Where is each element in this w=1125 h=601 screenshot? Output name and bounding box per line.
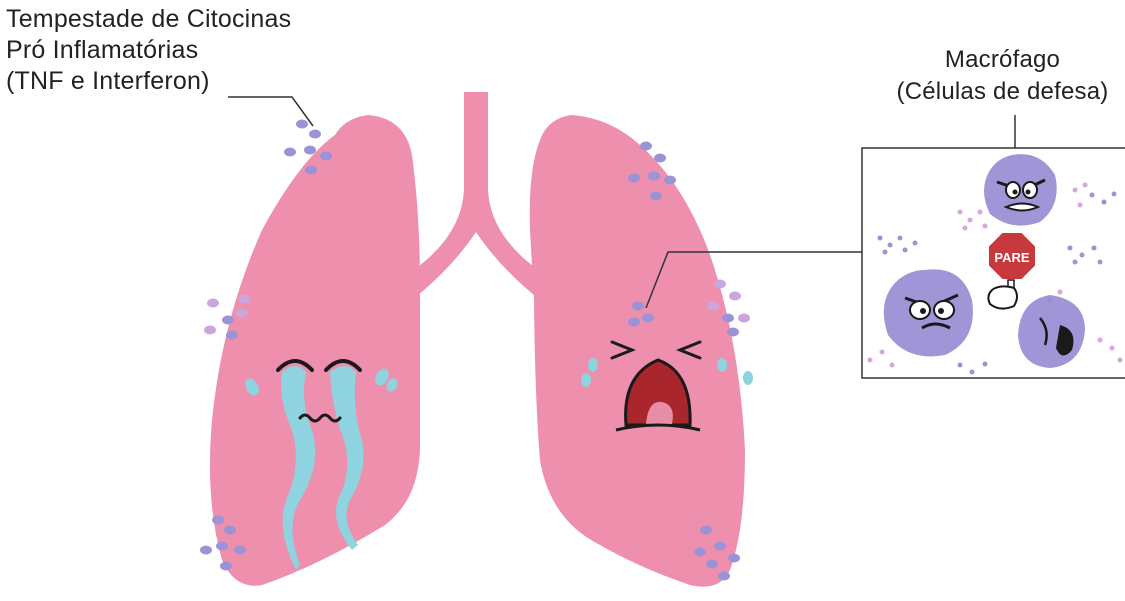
right-lung xyxy=(530,115,745,587)
tear-drop xyxy=(717,358,727,372)
tear-drop xyxy=(588,358,598,372)
macrophage-cell xyxy=(984,154,1057,225)
macrophage-label-line1: Macrófago xyxy=(880,44,1125,76)
macrophage-zoom-box: PARE xyxy=(862,148,1125,378)
cytokine-label-line3: (TNF e Interferon) xyxy=(6,66,336,97)
cytokine-label-line2: Pró Inflamatórias xyxy=(6,35,336,66)
stop-sign-text: PARE xyxy=(994,250,1029,265)
tear-drop xyxy=(581,373,591,387)
cytokine-label-line1: Tempestade de Citocinas xyxy=(6,4,336,35)
tear-drop xyxy=(743,371,753,385)
cytokine-storm-label: Tempestade de Citocinas Pró Inflamatória… xyxy=(6,4,336,97)
left-lung xyxy=(210,115,420,586)
macrophage-label: Macrófago (Células de defesa) xyxy=(880,44,1125,108)
macrophage-label-line2: (Células de defesa) xyxy=(880,76,1125,108)
macrophage-cell xyxy=(884,269,973,356)
